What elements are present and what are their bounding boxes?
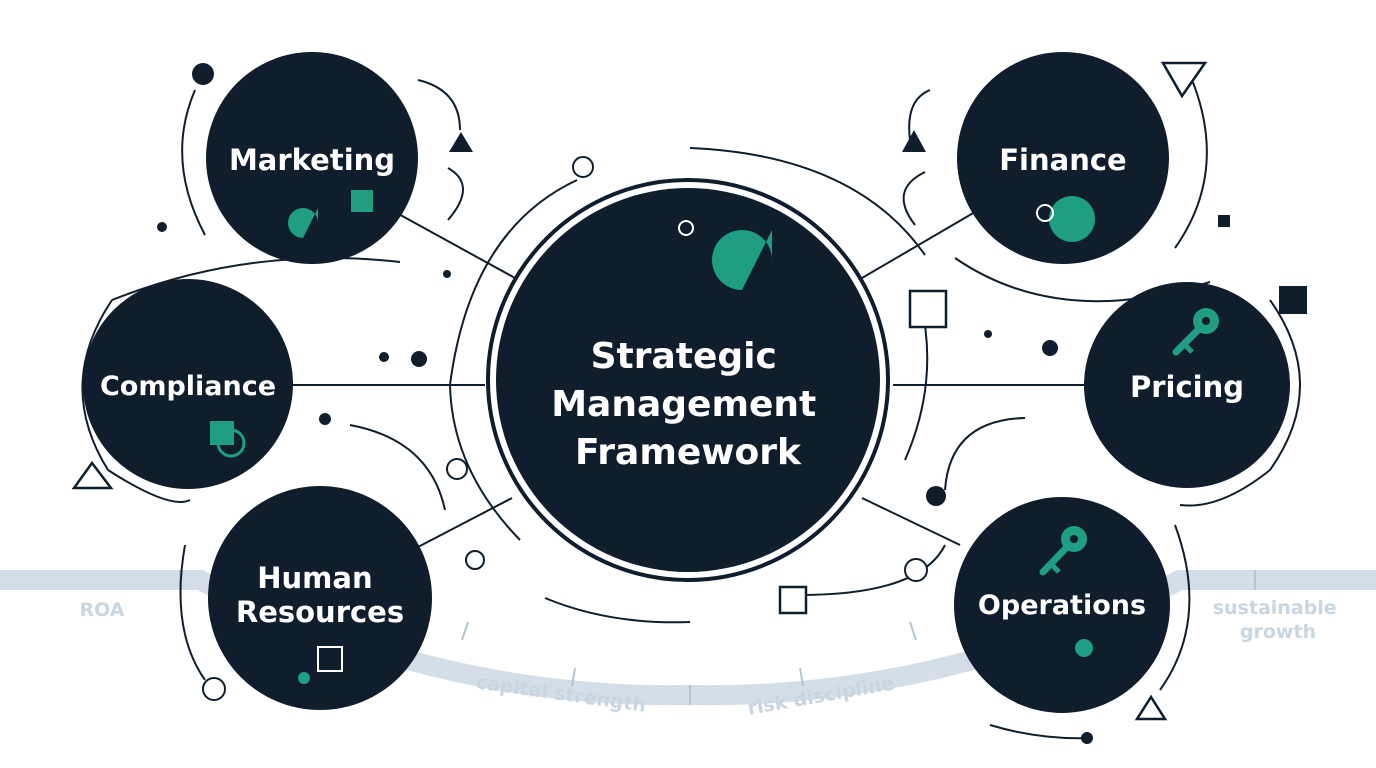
dot-icon	[411, 351, 427, 367]
ring-icon	[465, 550, 485, 570]
decorative-shapes	[71, 61, 1307, 744]
node-operations-label: Operations	[978, 590, 1146, 621]
sustainable-growth-line-2: growth	[1240, 621, 1316, 643]
roa-label: ROA	[80, 599, 125, 621]
node-compliance[interactable]: Compliance	[83, 279, 293, 489]
node-marketing[interactable]: Marketing	[206, 52, 418, 264]
dot-icon	[1081, 732, 1093, 744]
node-operations[interactable]: Operations	[954, 497, 1170, 713]
triangle-outline-icon	[71, 460, 114, 490]
center-title-line-3: Framework	[575, 432, 802, 473]
ring-icon	[904, 558, 928, 582]
square-icon	[351, 190, 373, 212]
triangle-outline-icon	[1134, 694, 1168, 721]
dot-icon	[298, 672, 310, 684]
ring-icon	[202, 677, 226, 701]
sustainable-growth-line-1: sustainable	[1213, 597, 1337, 619]
ring-icon	[1036, 204, 1054, 222]
node-finance-label: Finance	[999, 143, 1126, 177]
node-human-resources[interactable]: Human Resources	[208, 486, 432, 710]
outline-square-icon	[778, 585, 808, 615]
center-node[interactable]: Strategic Management Framework	[486, 178, 890, 582]
drop-icon	[712, 230, 772, 290]
dot-icon	[157, 222, 167, 232]
dot-icon	[926, 486, 946, 506]
key-icon	[1039, 526, 1087, 576]
triangle-outline-icon	[1160, 61, 1208, 99]
dot-icon	[379, 352, 389, 362]
dot-icon	[192, 63, 214, 85]
dot-icon	[443, 270, 451, 278]
ring-icon	[216, 428, 246, 458]
dot-icon	[1075, 639, 1093, 657]
connectors	[285, 211, 1085, 548]
capital-strength-label: capital strength	[474, 671, 647, 717]
node-pricing-label: Pricing	[1130, 370, 1244, 404]
drop-icon	[288, 208, 318, 238]
center-title: Strategic Management Framework	[551, 336, 829, 473]
node-finance[interactable]: Finance	[957, 52, 1169, 264]
node-compliance-label: Compliance	[100, 371, 276, 402]
ring-icon	[446, 458, 468, 480]
node-pricing[interactable]: Pricing	[1084, 282, 1290, 488]
sustainable-growth-label: sustainable growth	[1213, 597, 1344, 643]
outline-square-icon	[908, 289, 948, 329]
node-human-resources-line-1: Human	[257, 561, 372, 595]
decorative-arcs	[81, 74, 1301, 740]
dot-icon	[984, 330, 992, 338]
node-marketing-label: Marketing	[229, 143, 395, 177]
triangle-icon	[449, 132, 473, 152]
ring-icon	[678, 220, 694, 236]
key-icon	[1172, 308, 1219, 356]
outline-square-icon	[317, 646, 343, 672]
node-human-resources-label: Human Resources	[236, 561, 404, 629]
dot-icon	[1042, 340, 1058, 356]
center-title-line-2: Management	[551, 384, 816, 425]
square-icon	[1218, 215, 1230, 227]
triangle-icon	[902, 130, 926, 152]
square-icon	[1279, 286, 1307, 314]
node-human-resources-line-2: Resources	[236, 595, 404, 629]
dot-icon	[1049, 196, 1095, 242]
ring-icon	[572, 156, 594, 178]
center-title-line-1: Strategic	[591, 336, 777, 377]
dot-icon	[319, 413, 331, 425]
